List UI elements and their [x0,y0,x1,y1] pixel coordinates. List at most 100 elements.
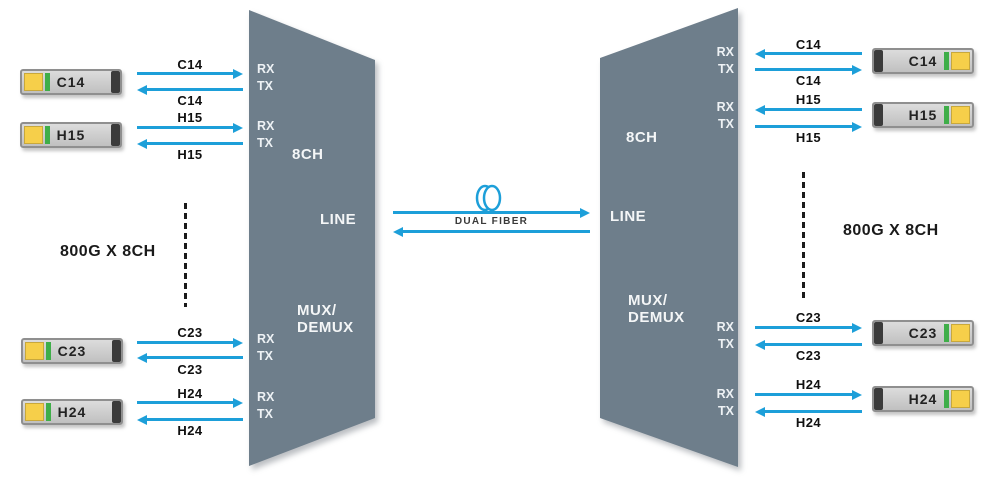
dual-fiber-label: DUAL FIBER [454,216,529,227]
left-c14-arrow-to-module [137,84,243,95]
right-mux-muxdemux-line2: DEMUX [628,309,685,326]
right-h15-bottom-label: H15 [795,130,822,145]
left-mux-rx-port-2: RX [257,119,275,133]
transceiver-module-left-c14: C14 [20,69,122,95]
left-c23-tx-label: C23 [177,325,203,340]
left-h24-arrow-to-module [137,414,243,425]
left-mux-tx-port-4: TX [257,407,273,421]
right-mux-tx-port-3: TX [718,337,734,351]
line-arrow-right-to-left [393,226,590,237]
right-c23-arrow-to-mux [755,339,862,350]
left-mux-tx-port-1: TX [257,79,273,93]
module-latch [111,71,120,93]
right-c14-bottom-label: C14 [795,73,822,88]
right-h24-arrow-to-mux [755,406,862,417]
transceiver-module-left-c23: C23 [21,338,123,364]
left-c14-rx-label: C14 [177,93,203,108]
module-label: H24 [57,404,87,420]
right-mux-tx-port-4: TX [718,404,734,418]
module-yellow-block [25,342,44,360]
left-mux-tx-port-3: TX [257,349,273,363]
right-c14-arrow-to-module [755,64,862,75]
right-ellipsis-dotted-line [802,172,805,300]
left-mux-rx-port-4: RX [257,390,275,404]
right-mux-muxdemux-label: MUX/ DEMUX [628,292,685,326]
left-c23-rx-label: C23 [177,362,203,377]
module-label: C23 [57,343,87,359]
right-mux-trapezoid [600,8,738,467]
right-h24-top-label: H24 [795,377,822,392]
left-mux-trapezoid [249,10,375,466]
line-arrow-left-to-right [393,207,590,218]
right-mux-rx-port-4: RX [716,387,734,401]
left-mux-muxdemux-label: MUX/ DEMUX [297,302,354,336]
module-yellow-block [951,106,970,124]
right-mux-tx-port-2: TX [718,117,734,131]
module-yellow-block [24,126,43,144]
transceiver-module-left-h15: H15 [20,122,122,148]
left-mux-rx-port-3: RX [257,332,275,346]
right-mux-muxdemux-line1: MUX/ [628,292,668,309]
module-latch [874,322,883,344]
module-green-stripe [45,126,50,144]
module-latch [112,401,121,423]
right-mux-rx-port-2: RX [716,100,734,114]
right-c23-arrow-to-module [755,322,862,333]
module-green-stripe [45,73,50,91]
module-label: H24 [908,391,938,407]
module-green-stripe [944,324,949,342]
transceiver-module-right-h15: H15 [872,102,974,128]
left-h15-arrow-to-mux [137,122,243,133]
transceiver-module-right-c14: C14 [872,48,974,74]
module-green-stripe [46,403,51,421]
left-mux-rx-port-1: RX [257,62,275,76]
module-latch [112,340,121,362]
left-c14-arrow-to-mux [137,68,243,79]
left-c23-arrow-to-module [137,352,243,363]
module-latch [874,388,883,410]
left-h15-arrow-to-module [137,138,243,149]
module-latch [874,104,883,126]
module-yellow-block [951,52,970,70]
right-h15-arrow-to-module [755,121,862,132]
module-label: C23 [908,325,938,341]
module-latch [111,124,120,146]
module-label: C14 [908,53,938,69]
right-mux-rx-port-1: RX [716,45,734,59]
left-group-caption: 800G X 8CH [60,243,156,260]
module-green-stripe [46,342,51,360]
module-green-stripe [944,390,949,408]
right-c23-top-label: C23 [795,310,822,325]
right-c23-bottom-label: C23 [795,348,822,363]
right-h15-top-label: H15 [795,92,822,107]
left-h15-tx-label: H15 [177,110,203,125]
module-latch [874,50,883,72]
left-h24-arrow-to-mux [137,397,243,408]
left-ellipsis-dotted-line [184,203,187,307]
right-c14-arrow-to-mux [755,48,862,59]
left-mux-muxdemux-line1: MUX/ [297,302,337,319]
module-green-stripe [944,106,949,124]
transceiver-module-right-c23: C23 [872,320,974,346]
transceiver-module-right-h24: H24 [872,386,974,412]
module-yellow-block [951,390,970,408]
module-green-stripe [944,52,949,70]
fiber-coil-icon [475,184,502,212]
right-c14-top-label: C14 [795,37,822,52]
transceiver-module-left-h24: H24 [21,399,123,425]
left-h24-tx-label: H24 [177,386,203,401]
module-label: C14 [56,74,86,90]
right-group-caption: 800G X 8CH [843,222,939,239]
left-h24-rx-label: H24 [177,423,203,438]
left-mux-line-label: LINE [320,211,357,228]
left-c14-tx-label: C14 [177,57,203,72]
left-mux-muxdemux-line2: DEMUX [297,319,354,336]
right-mux-line-label: LINE [610,208,647,225]
left-c23-arrow-to-mux [137,337,243,348]
right-h24-bottom-label: H24 [795,415,822,430]
module-yellow-block [24,73,43,91]
left-mux-8ch-label: 8CH [292,146,324,163]
right-mux-8ch-label: 8CH [626,129,658,146]
